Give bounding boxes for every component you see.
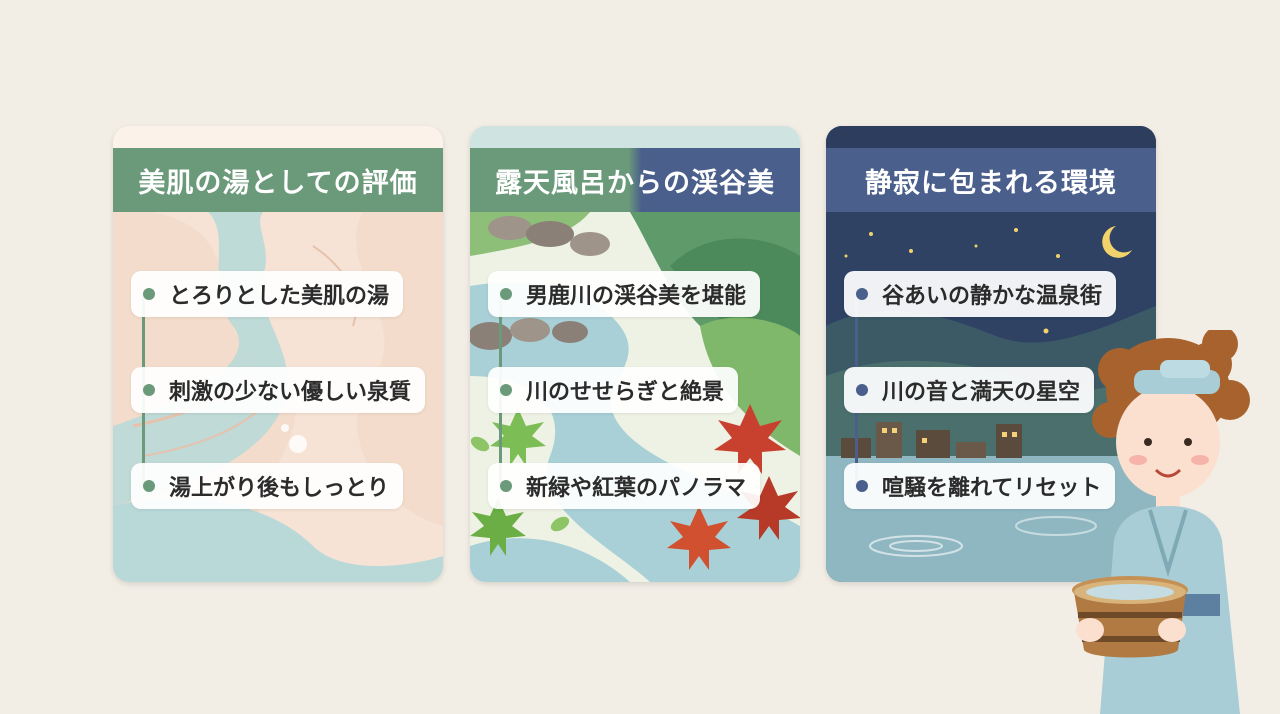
- bullet-dot: [143, 480, 155, 492]
- bullet-dot: [143, 288, 155, 300]
- bullet-dot: [500, 384, 512, 396]
- list-item: 谷あいの静かな温泉街: [844, 271, 1117, 317]
- bullet-dot: [856, 288, 868, 300]
- item-text: 湯上がり後もしっとり: [169, 476, 390, 501]
- list-item: 男鹿川の渓谷美を堪能: [488, 271, 761, 317]
- list-item: 刺激の少ない優しい泉質: [131, 367, 426, 413]
- card-valley-view: 露天風呂からの渓谷美 男鹿川の渓谷美を堪能 川のせせらぎと絶景 新緑や紅葉のパノ…: [470, 126, 800, 582]
- bullet-dot: [500, 288, 512, 300]
- item-text: 男鹿川の渓谷美を堪能: [526, 284, 747, 309]
- card-quiet-environment: 静寂に包まれる環境 谷あいの静かな温泉街 川の音と満天の星空 喧騒を離れてリセッ…: [826, 126, 1156, 582]
- bullet-dot: [856, 480, 868, 492]
- list-item: とろりとした美肌の湯: [131, 271, 404, 317]
- item-text: とろりとした美肌の湯: [169, 284, 390, 309]
- list-item: 新緑や紅葉のパノラマ: [488, 463, 761, 509]
- list-item: 湯上がり後もしっとり: [131, 463, 404, 509]
- item-text: 谷あいの静かな温泉街: [882, 284, 1103, 309]
- bullet-dot: [143, 384, 155, 396]
- item-text: 喧騒を離れてリセット: [882, 476, 1102, 501]
- card-skin-bath: 美肌の湯としての評価 とろりとした美肌の湯 刺激の少ない優しい泉質 湯上がり後も…: [113, 126, 443, 582]
- card-title: 静寂に包まれる環境: [826, 148, 1156, 212]
- card-title: 美肌の湯としての評価: [113, 148, 443, 212]
- card-title: 露天風呂からの渓谷美: [470, 148, 800, 212]
- list-item: 喧騒を離れてリセット: [844, 463, 1116, 509]
- list-item: 川のせせらぎと絶景: [488, 367, 739, 413]
- bullet-dot: [856, 384, 868, 396]
- woman-in-yukata-with-bucket-illustration: [1072, 330, 1250, 714]
- item-text: 川のせせらぎと絶景: [526, 380, 725, 405]
- item-text: 刺激の少ない優しい泉質: [169, 380, 412, 405]
- item-text: 川の音と満天の星空: [882, 380, 1081, 405]
- bullet-dot: [500, 480, 512, 492]
- item-text: 新緑や紅葉のパノラマ: [526, 476, 747, 501]
- list-item: 川の音と満天の星空: [844, 367, 1095, 413]
